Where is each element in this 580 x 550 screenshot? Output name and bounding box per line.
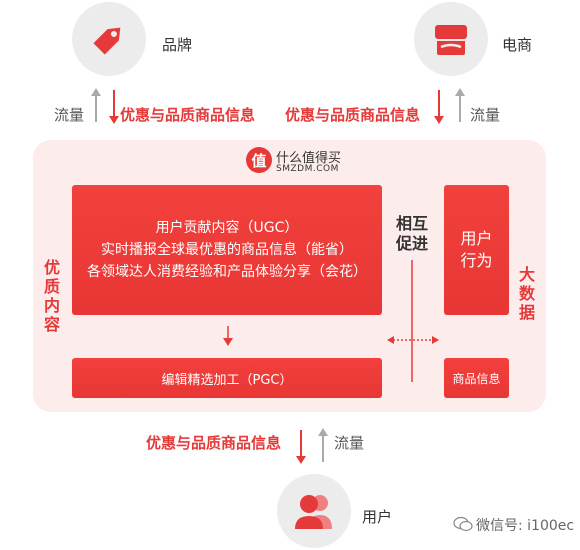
user-label: 用户 [362,508,393,526]
pgc-label: 编辑精选加工（PGC） [161,372,293,388]
ugc-line-3: 各领域达人消费经验和产品体验分享（会花） [87,264,367,280]
product-info-box: 商品信息 [444,358,509,398]
user-behavior-line-2: 行为 [460,251,493,270]
down-arrow-icon [109,90,119,124]
storefront-icon [435,25,467,55]
ecommerce-node [414,2,488,76]
logo-domain: SMZDM.COM [276,164,339,174]
traffic-label-bottom: 流量 [334,434,365,452]
pgc-box: 编辑精选加工（PGC） [72,358,382,398]
ugc-line-2: 实时播报全球最优惠的商品信息（能省） [101,242,353,258]
traffic-label-top-right: 流量 [470,106,501,124]
quality-content-label: 优 质 内 容 [43,258,60,334]
down-arrow-icon [434,90,444,124]
vertical-divider [411,260,413,382]
user-behavior-box: 用户 行为 [444,185,509,315]
big-data-label: 大 数 据 [518,265,535,322]
logo-name: 什么值得买 [276,151,342,166]
ecommerce-label: 电商 [502,36,533,54]
up-arrow-icon [455,88,465,122]
logo-glyph: 值 [246,147,272,173]
down-arrow-icon [296,430,306,464]
price-tag-icon [93,27,121,55]
users-icon [295,495,332,529]
info-label-top-right: 优惠与品质商品信息 [285,106,421,124]
double-arrow-icon [387,336,439,344]
info-label-top-left: 优惠与品质商品信息 [120,106,256,124]
wechat-icon [453,516,473,532]
brand-node [72,2,146,76]
ugc-content-box: 用户贡献内容（UGC） 实时播报全球最优惠的商品信息（能省） 各领域达人消费经验… [72,185,382,315]
info-label-bottom: 优惠与品质商品信息 [146,434,282,452]
ugc-line-1: 用户贡献内容（UGC） [155,220,299,236]
wechat-watermark: 微信号: i100ec [476,518,575,534]
product-info-label: 商品信息 [452,371,501,386]
user-behavior-line-1: 用户 [460,229,493,248]
mutual-promotion-label: 相互 促进 [395,214,428,253]
brand-label: 品牌 [162,36,193,54]
traffic-label-top-left: 流量 [54,106,85,124]
user-node [277,474,351,548]
down-arrow-icon [223,326,233,346]
up-arrow-icon [318,428,328,462]
up-arrow-icon [91,88,101,122]
smzdm-logo: 值 什么值得买 SMZDM.COM [246,147,376,179]
